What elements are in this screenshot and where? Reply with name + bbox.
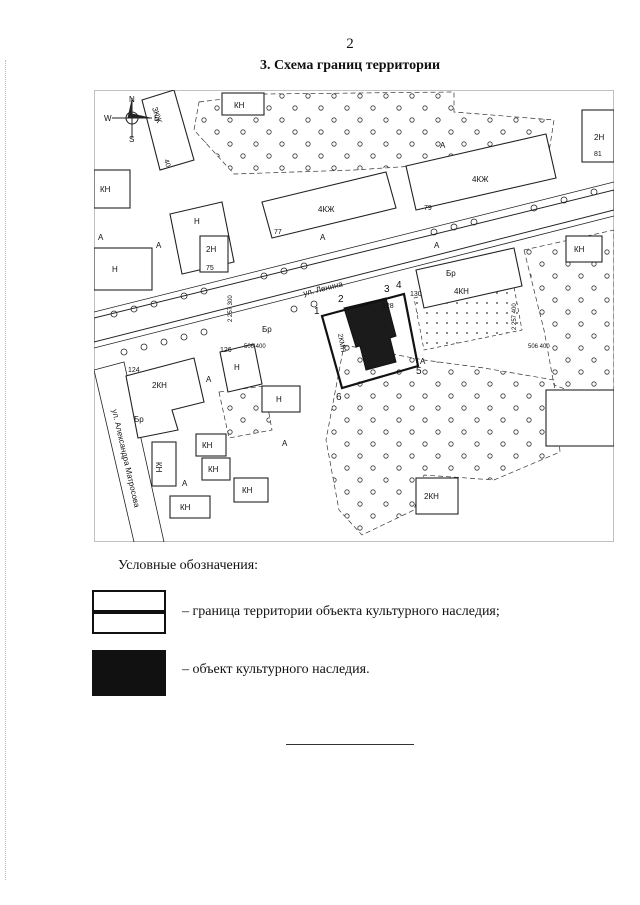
house-79: 79 bbox=[424, 205, 432, 212]
map-canvas: N S E W ул. Ленина ул. Александра Матрос… bbox=[94, 90, 614, 542]
house-124: 124 bbox=[128, 367, 140, 374]
label-b13: 2КН bbox=[152, 381, 167, 390]
street-edge-north bbox=[94, 181, 614, 313]
zone-br-2: Бр bbox=[446, 269, 456, 278]
house-128: 128 bbox=[382, 303, 394, 310]
page-number: 2 bbox=[346, 36, 354, 52]
house-81: 81 bbox=[594, 151, 602, 158]
building-2n bbox=[199, 235, 229, 273]
compass-e: E bbox=[154, 114, 159, 123]
label-b9: Н bbox=[112, 265, 118, 274]
building-3kzh bbox=[141, 90, 195, 171]
compass-n: N bbox=[129, 95, 135, 104]
house-77: 77 bbox=[274, 229, 282, 236]
building-kn-west bbox=[94, 169, 131, 209]
point-5: 5 bbox=[416, 366, 422, 377]
buildings bbox=[94, 90, 614, 519]
legend-heading: Условные обозначения: bbox=[118, 558, 259, 573]
label-b7: Н bbox=[194, 217, 200, 226]
building-4kzh-2 bbox=[405, 133, 557, 211]
building-n-2 bbox=[219, 343, 263, 393]
building-n-west bbox=[94, 247, 153, 291]
coord-1: 2 257 300 bbox=[228, 295, 234, 322]
zone-a-2: А bbox=[98, 233, 104, 242]
page-title: 3. Схема границ территории bbox=[259, 58, 441, 73]
zone-br-1: Бр bbox=[262, 325, 272, 334]
building-kn-a bbox=[151, 441, 177, 487]
building-kn-d bbox=[233, 477, 269, 503]
building-kn-e bbox=[169, 495, 211, 519]
label-b8: 2Н bbox=[206, 245, 216, 254]
compass-rose bbox=[112, 98, 152, 138]
zone-a-7: А bbox=[282, 439, 288, 448]
park-area-south bbox=[325, 344, 561, 536]
label-b6: 4КЖ bbox=[472, 175, 489, 184]
zone-a-5: А bbox=[434, 241, 440, 250]
label-b15: Н bbox=[276, 395, 282, 404]
building-kn-east bbox=[565, 235, 603, 263]
building-kn-1 bbox=[221, 92, 265, 116]
compass-s: S bbox=[129, 135, 134, 144]
building-se bbox=[545, 389, 614, 447]
label-b20: КН bbox=[180, 503, 191, 512]
building-n-3 bbox=[261, 385, 301, 413]
point-4: 4 bbox=[396, 280, 402, 291]
house-75: 75 bbox=[206, 265, 214, 272]
label-b17: КН bbox=[202, 441, 213, 450]
legend-swatch-boundary bbox=[92, 590, 166, 634]
footer-divider bbox=[286, 744, 414, 745]
building-2kn bbox=[125, 357, 205, 439]
label-b14: Н bbox=[234, 363, 240, 372]
yard-area-west bbox=[218, 385, 273, 439]
building-4kn bbox=[415, 247, 523, 309]
territory-map: N S E W ул. Ленина ул. Александра Матрос… bbox=[94, 90, 614, 542]
coord-4: 506 400 bbox=[528, 344, 550, 350]
label-b18: КН bbox=[208, 465, 219, 474]
building-2kn-south bbox=[415, 477, 459, 515]
street-trees bbox=[110, 188, 598, 356]
building-4kzh-1 bbox=[261, 171, 397, 239]
label-b2: КН bbox=[234, 101, 245, 110]
zone-a-1: А bbox=[440, 141, 446, 150]
legend-swatch-object bbox=[92, 650, 166, 696]
label-b19: КН bbox=[242, 486, 253, 495]
label-b4: КН bbox=[100, 185, 111, 194]
compass-w: W bbox=[104, 114, 112, 123]
street-lenina bbox=[94, 189, 614, 343]
label-b21: 2КН bbox=[424, 492, 439, 501]
label-b22: 2КМН bbox=[336, 333, 346, 353]
label-b16: КН bbox=[154, 462, 163, 473]
legend-text-boundary: – граница территории объекта культурного… bbox=[182, 604, 500, 619]
house-126: 126 bbox=[220, 347, 232, 354]
building-2n-corner bbox=[581, 109, 614, 163]
coord-3: 2 257 400 bbox=[512, 303, 518, 330]
page-margin-mark bbox=[5, 60, 6, 880]
zone-br-3: Бр bbox=[134, 415, 144, 424]
building-kn-c bbox=[201, 457, 231, 481]
house-130: 130 bbox=[410, 291, 422, 298]
house-40: 40 bbox=[162, 158, 171, 168]
coord-2: 506 400 bbox=[244, 344, 266, 350]
legend-text-object: – объект культурного наследия. bbox=[182, 662, 370, 677]
street-matrosova bbox=[94, 361, 165, 542]
zone-a-6: А bbox=[206, 375, 212, 384]
point-1: 1 bbox=[314, 306, 320, 317]
territory-boundary bbox=[320, 292, 420, 390]
label-b11: 4КН bbox=[454, 287, 469, 296]
zone-a-4: А bbox=[320, 233, 326, 242]
label-b10: КН bbox=[574, 245, 585, 254]
building-kn-b bbox=[195, 433, 227, 457]
point-2: 2 bbox=[338, 294, 344, 305]
point-6: 6 bbox=[336, 392, 342, 403]
point-3: 3 bbox=[384, 284, 390, 295]
heritage-object bbox=[343, 297, 397, 371]
zone-a-3: А bbox=[156, 241, 162, 250]
label-b3: 2Н bbox=[594, 133, 604, 142]
zone-a-9: А bbox=[420, 357, 426, 366]
label-b5: 4КЖ bbox=[318, 205, 335, 214]
street-edge-south bbox=[94, 215, 614, 349]
zone-a-8: А bbox=[182, 479, 188, 488]
